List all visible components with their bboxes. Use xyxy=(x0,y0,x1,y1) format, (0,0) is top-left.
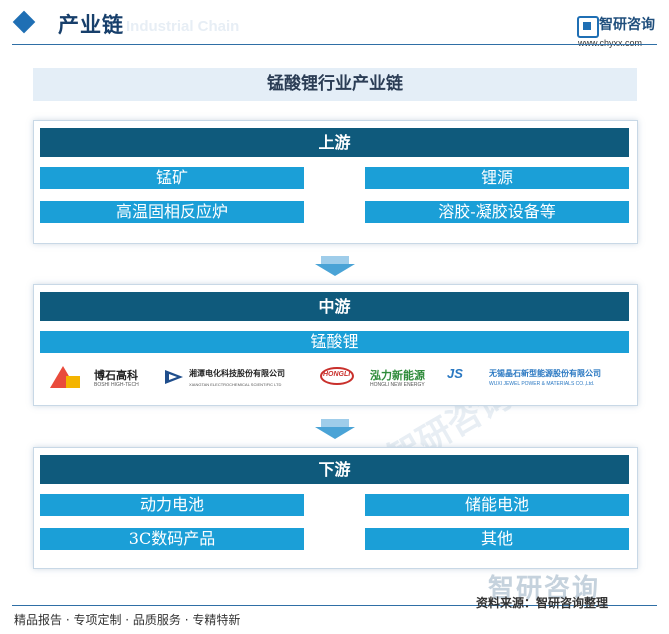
footer-brand-watermark: 智研咨询 xyxy=(488,568,600,605)
brand-name: 智研咨询 xyxy=(599,17,655,33)
brand-url: www.chyxx.com xyxy=(578,38,643,48)
xiangtan-logo-icon xyxy=(165,370,183,384)
wuxi-logo-icon: JS xyxy=(447,366,487,388)
company-logo-hongli: HONGLI 泓力新能源 HONGLI NEW ENERGY xyxy=(320,364,435,390)
company-logo-boshi: 博石高科 BOSHI HIGH-TECH xyxy=(50,364,160,390)
footer-divider xyxy=(12,605,657,606)
flow-arrow-down-icon xyxy=(315,427,355,439)
header-diamond-icon xyxy=(12,10,36,34)
upstream-item-sol-gel: 溶胶-凝胶设备等 xyxy=(365,201,629,223)
upstream-header: 上游 xyxy=(40,128,629,157)
wuxi-logo-text: JS xyxy=(447,366,463,381)
downstream-item-other: 其他 xyxy=(365,528,629,550)
company-subname: WUXI JEWEL POWER & MATERIALS CO.,Ltd. xyxy=(489,381,595,387)
flow-arrow-1-stem xyxy=(321,256,349,264)
footer-slogan: 精品报告 · 专项定制 · 品质服务 · 专精特新 xyxy=(14,613,241,627)
company-subname: XIANGTAN ELECTROCHEMICAL SCIENTIFIC LTD xyxy=(189,382,282,387)
company-logo-wuxi: JS 无锡晶石新型能源股份有限公司 WUXI JEWEL POWER & MAT… xyxy=(447,364,632,390)
midstream-product: 锰酸锂 xyxy=(40,331,629,353)
company-name: 泓力新能源 xyxy=(370,370,425,382)
company-subname: BOSHI HIGH-TECH xyxy=(94,382,139,388)
company-logo-xiangtan: 湘潭电化科技股份有限公司 XIANGTAN ELECTROCHEMICAL SC… xyxy=(163,364,303,390)
footer-source: 资料来源：智研咨询整理 xyxy=(476,596,609,610)
upstream-item-lithium-source: 锂源 xyxy=(365,167,629,189)
company-name: 博石高科 xyxy=(94,370,138,382)
downstream-header: 下游 xyxy=(40,455,629,484)
flow-arrow-down-icon xyxy=(315,264,355,276)
hongli-logo-icon: HONGLI xyxy=(320,367,354,385)
footer-brand-text: 智研咨询 xyxy=(488,574,601,604)
upstream-item-furnace: 高温固相反应炉 xyxy=(40,201,304,223)
main-title: 锰酸锂行业产业链 xyxy=(267,74,403,94)
company-name: 无锡晶石新型能源股份有限公司 xyxy=(489,369,601,378)
header-subtitle: Industrial Chain xyxy=(126,18,240,35)
boshi-logo-accent-icon xyxy=(66,376,80,388)
downstream-item-power-battery: 动力电池 xyxy=(40,494,304,516)
header-divider xyxy=(12,44,657,45)
flow-arrow-2-stem xyxy=(321,419,349,427)
downstream-item-storage-battery: 储能电池 xyxy=(365,494,629,516)
header-title: 产业链 xyxy=(58,13,124,37)
company-subname: HONGLI NEW ENERGY xyxy=(370,382,425,388)
brand-logo-icon xyxy=(577,16,599,38)
hongli-logo-text: HONGLI xyxy=(323,371,351,378)
main-title-background xyxy=(33,68,637,101)
midstream-header: 中游 xyxy=(40,292,629,321)
upstream-item-manganese-ore: 锰矿 xyxy=(40,167,304,189)
company-name: 湘潭电化科技股份有限公司 xyxy=(189,369,285,378)
downstream-item-3c-products: 3C数码产品 xyxy=(40,528,304,550)
